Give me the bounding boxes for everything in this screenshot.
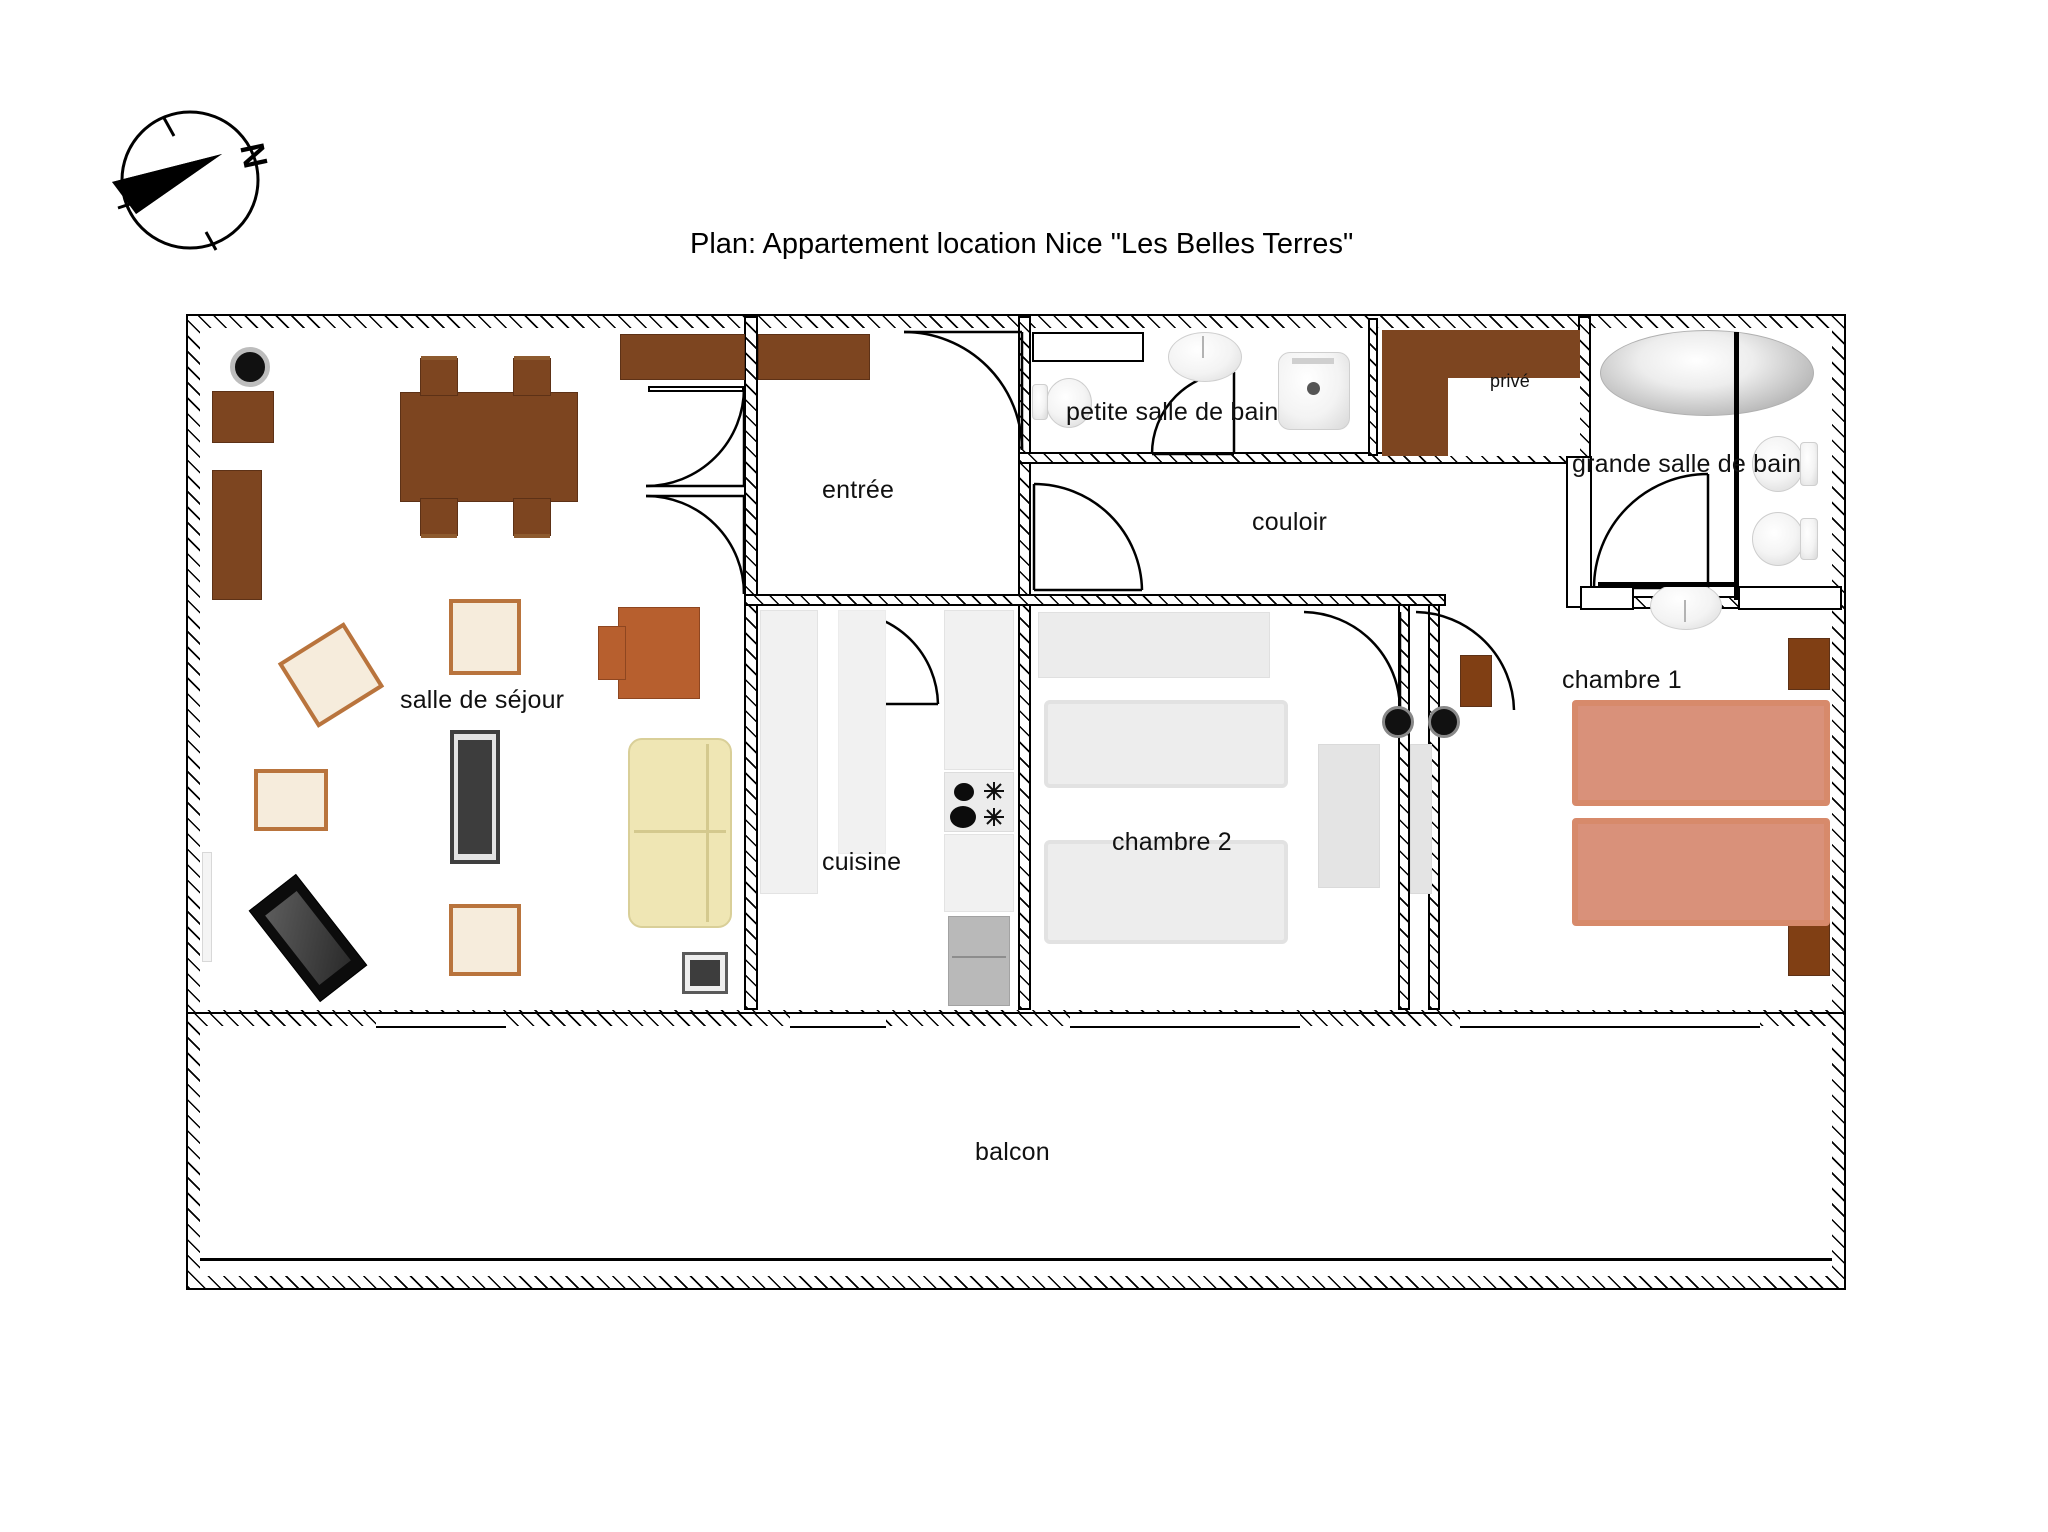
prive-interior-fill bbox=[1448, 378, 1580, 456]
furniture-armchair bbox=[254, 769, 328, 831]
furniture-bed bbox=[1572, 700, 1830, 806]
balcony-opening-kitchen bbox=[790, 1012, 886, 1028]
partition-wall-kitchen-chambre2 bbox=[1018, 600, 1031, 1010]
door-knob-chambre1[interactable] bbox=[1428, 706, 1460, 738]
stove-knob-icon bbox=[984, 808, 1004, 826]
door-swing-grande-sdb bbox=[1592, 472, 1710, 590]
dining-chair-back bbox=[421, 534, 457, 538]
furniture-wall-cabinet-entree bbox=[758, 334, 870, 380]
furniture-dresser bbox=[1038, 612, 1270, 678]
furniture-dining-chair bbox=[513, 498, 551, 536]
toilet-icon bbox=[1046, 378, 1092, 428]
furniture-sofa bbox=[628, 738, 732, 928]
kitchen-counter-left bbox=[760, 610, 818, 894]
room-label-couloir: couloir bbox=[1252, 508, 1328, 536]
bathtub-faucet bbox=[1292, 358, 1334, 364]
bathroom-shelf bbox=[1032, 332, 1144, 362]
balcony-rail-line bbox=[200, 1258, 1832, 1261]
stove-burner-icon bbox=[954, 783, 974, 801]
bidet-icon bbox=[1752, 512, 1804, 566]
room-label-chambre-1: chambre 1 bbox=[1562, 666, 1682, 694]
sink-icon bbox=[1650, 582, 1722, 630]
room-label-salle-de-sejour: salle de séjour bbox=[400, 686, 565, 714]
door-swing-chambre1 bbox=[1415, 610, 1516, 711]
bath-niche bbox=[1738, 586, 1842, 610]
refrigerator-divider bbox=[952, 956, 1006, 958]
compass-north-letter: N bbox=[232, 140, 274, 172]
tv-stand-top bbox=[690, 960, 720, 986]
page-title: Plan: Appartement location Nice "Les Bel… bbox=[690, 228, 1354, 260]
room-label-prive: privé bbox=[1490, 371, 1531, 391]
room-label-balcon: balcon bbox=[975, 1138, 1050, 1166]
furniture-sideboard bbox=[212, 391, 274, 443]
door-swing-chambre2 bbox=[1303, 610, 1402, 709]
kitchen-upper-cabinet bbox=[838, 610, 886, 854]
sofa-back-line bbox=[706, 744, 709, 922]
sink-tap bbox=[1684, 600, 1686, 622]
dining-chair-back bbox=[514, 534, 550, 538]
partition-wall-passage-chambre1 bbox=[1428, 600, 1440, 1010]
plant-pot-icon bbox=[230, 347, 270, 387]
balcony-opening-chambre1 bbox=[1460, 1012, 1760, 1028]
refrigerator-icon bbox=[948, 916, 1010, 1006]
furniture-armchair bbox=[449, 904, 521, 976]
furniture-nightstand bbox=[1788, 638, 1830, 690]
furniture-bed bbox=[1044, 700, 1288, 788]
door-swing-living-upper bbox=[645, 387, 746, 488]
kitchen-counter-right bbox=[944, 610, 1014, 770]
partition-wall-living-kitchen bbox=[744, 316, 758, 1010]
bidet-tank bbox=[1800, 518, 1818, 560]
dining-chair-back bbox=[421, 356, 457, 360]
bathtub-drain bbox=[1307, 382, 1320, 395]
furniture-bed bbox=[1572, 818, 1830, 926]
room-label-petite-salle-de-bain: petite salle de bain bbox=[1066, 398, 1279, 426]
sink-icon bbox=[1168, 332, 1242, 382]
furniture-wardrobe-narrow bbox=[1410, 744, 1432, 894]
bath-partition-line-bottom bbox=[1598, 582, 1738, 587]
coffee-table-top bbox=[458, 740, 492, 854]
room-label-entree: entrée bbox=[822, 476, 895, 504]
furniture-storage-unit-side bbox=[598, 626, 626, 680]
corridor-wall-stub bbox=[1566, 456, 1592, 608]
stove-burner-icon bbox=[950, 806, 976, 828]
sink-tap bbox=[1202, 336, 1204, 358]
furniture-nightstand bbox=[1460, 655, 1492, 707]
room-label-cuisine: cuisine bbox=[822, 848, 902, 876]
partition-wall-bath-prive bbox=[1368, 318, 1378, 456]
room-label-chambre-2: chambre 2 bbox=[1112, 828, 1232, 856]
door-swing-entree-main bbox=[903, 330, 1024, 451]
furniture-armchair bbox=[449, 599, 521, 675]
bath-partition-line bbox=[1734, 332, 1739, 600]
furniture-cabinet-tall bbox=[212, 470, 262, 600]
compass-rose: N bbox=[112, 110, 274, 251]
balcony-opening-chambre2 bbox=[1070, 1012, 1300, 1028]
balcony-interior-fill bbox=[200, 1026, 1832, 1276]
window-strip-left bbox=[202, 852, 212, 962]
furniture-dining-chair bbox=[513, 358, 551, 396]
room-label-grande-salle-de-bain: grande salle de bain bbox=[1572, 450, 1802, 478]
balcony-opening-living bbox=[376, 1012, 506, 1028]
toilet-tank bbox=[1800, 442, 1818, 486]
furniture-dining-chair bbox=[420, 498, 458, 536]
furniture-wardrobe bbox=[1318, 744, 1380, 888]
furniture-console-table bbox=[620, 334, 745, 380]
bathtub-icon bbox=[1600, 330, 1814, 416]
door-knob-chambre2[interactable] bbox=[1382, 706, 1414, 738]
door-swing-living-lower bbox=[645, 494, 746, 595]
door-swing-entree-couloir bbox=[1032, 482, 1144, 592]
sofa-seat-divider bbox=[634, 830, 726, 833]
furniture-storage-unit bbox=[618, 607, 700, 699]
furniture-nightstand bbox=[1788, 920, 1830, 976]
furniture-bed bbox=[1044, 840, 1288, 944]
furniture-dining-table bbox=[400, 392, 578, 502]
partition-wall-horizontal-mid bbox=[744, 594, 1446, 606]
kitchen-counter-lower bbox=[944, 834, 1014, 912]
stove-knob-icon bbox=[984, 782, 1004, 800]
dining-chair-back bbox=[514, 356, 550, 360]
furniture-dining-chair bbox=[420, 358, 458, 396]
toilet-tank bbox=[1032, 384, 1048, 420]
bath-niche-left bbox=[1580, 586, 1634, 610]
